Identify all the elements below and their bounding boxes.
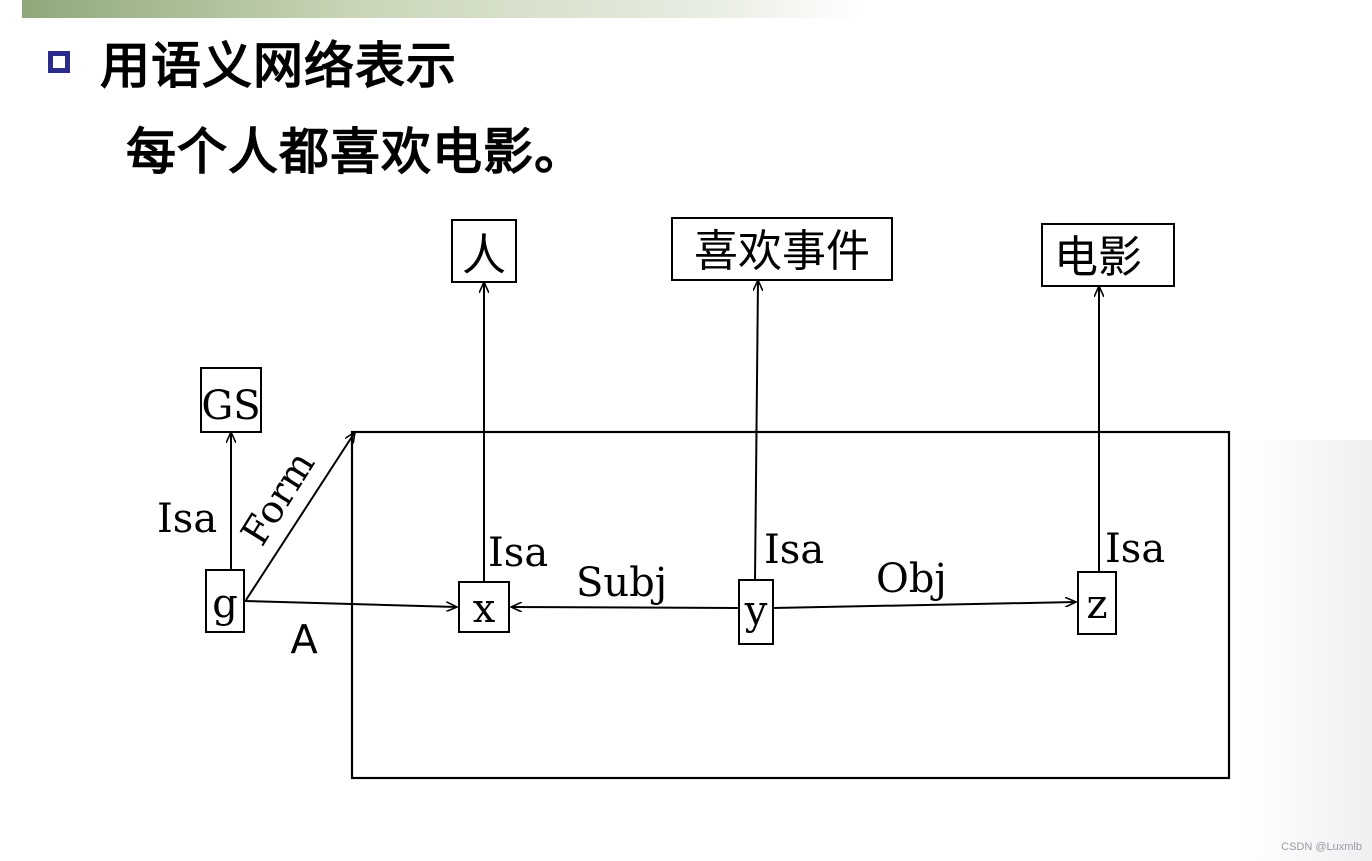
node-movie: 电影 xyxy=(1041,223,1175,287)
top-banner xyxy=(22,0,862,18)
svg-text:y: y xyxy=(744,588,768,634)
watermark: CSDN @Luxmlb xyxy=(1281,841,1362,853)
node-z: z xyxy=(1077,571,1117,635)
edge-g-forall-x xyxy=(243,600,457,607)
label-y-obj: Obj xyxy=(876,556,947,602)
svg-text:电影: 电影 xyxy=(1054,232,1142,283)
node-y: y xyxy=(738,579,774,645)
node-g: g xyxy=(205,569,245,633)
background-shade xyxy=(1242,440,1372,861)
label-y-subj: Subj xyxy=(576,560,667,606)
square-bullet-icon xyxy=(48,51,70,73)
slide-subheading: 每个人都喜欢电影。 xyxy=(126,123,585,181)
heading-row: 用语义网络表示 xyxy=(48,30,457,95)
edge-g-form xyxy=(245,432,355,601)
svg-text:x: x xyxy=(473,586,496,632)
svg-text:z: z xyxy=(1086,582,1107,628)
node-person: 人 xyxy=(451,219,517,283)
svg-text:人: 人 xyxy=(462,230,506,281)
node-like-event: 喜欢事件 xyxy=(671,217,893,281)
edge-y-subj-x xyxy=(511,607,740,608)
svg-text:GS: GS xyxy=(201,383,260,429)
label-g-forall: ∀ xyxy=(290,614,318,660)
svg-text:喜欢事件: 喜欢事件 xyxy=(694,226,870,277)
edge-y-isa-like-event xyxy=(755,280,758,581)
label-z-isa: Isa xyxy=(1105,526,1165,572)
label-x-isa: Isa xyxy=(488,530,548,576)
node-x: x xyxy=(458,581,510,633)
svg-text:g: g xyxy=(212,581,238,627)
node-gs: GS xyxy=(200,367,262,433)
slide-heading: 用语义网络表示 xyxy=(100,37,457,95)
label-y-isa: Isa xyxy=(764,527,824,573)
label-g-isa: Isa xyxy=(157,496,217,542)
label-g-form: Form xyxy=(232,443,323,552)
edge-y-obj-z xyxy=(772,602,1076,609)
